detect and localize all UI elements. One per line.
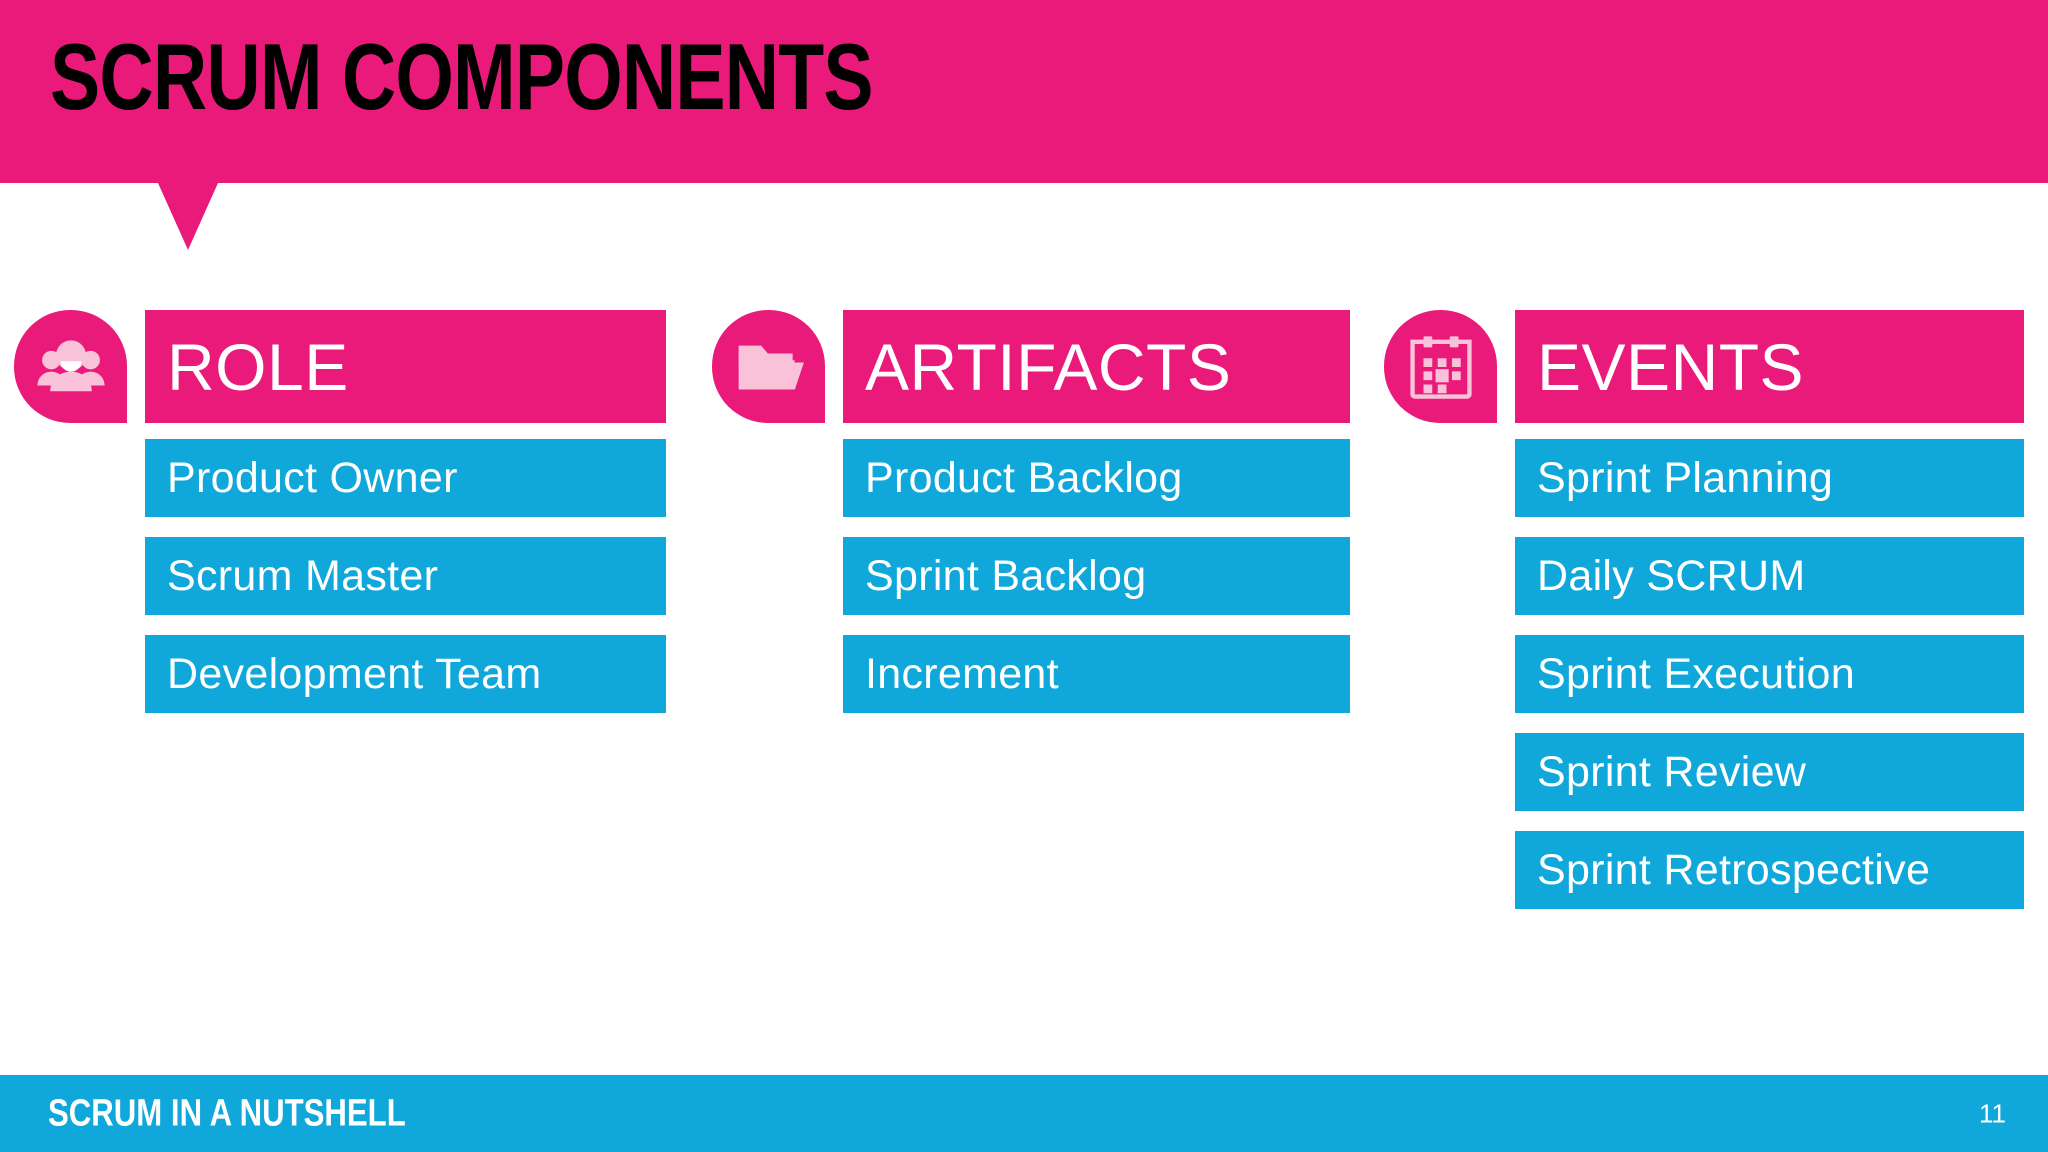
footer-bar: SCRUM IN A NUTSHELL 11 [0,1075,2048,1152]
list-item-label: Increment [865,649,1059,698]
list-item-label: Development Team [167,649,542,698]
column-items-role: Product Owner Scrum Master Development T… [145,439,666,733]
column-heading-bar-events: EVENTS [1515,310,2024,423]
column-heading-label: ROLE [167,329,349,404]
list-item-label: Scrum Master [167,551,439,600]
list-item[interactable]: Product Owner [145,439,666,517]
list-item-label: Sprint Retrospective [1537,845,1931,894]
list-item[interactable]: Increment [843,635,1350,713]
list-item-label: Sprint Planning [1537,453,1834,502]
title-banner: SCRUM COMPONENTS [0,0,2048,183]
list-item-label: Product Owner [167,453,458,502]
list-item-label: Sprint Execution [1537,649,1855,698]
column-heading-label: EVENTS [1537,329,1805,404]
column-heading-bar-role: ROLE [145,310,666,423]
column-heading-label: ARTIFACTS [865,329,1232,404]
column-header-events: EVENTS [1384,310,2024,423]
list-item[interactable]: Sprint Retrospective [1515,831,2024,909]
list-item[interactable]: Development Team [145,635,666,713]
list-item-label: Sprint Backlog [865,551,1147,600]
list-item[interactable]: Sprint Execution [1515,635,2024,713]
list-item[interactable]: Scrum Master [145,537,666,615]
column-heading-bar-artifacts: ARTIFACTS [843,310,1350,423]
page-title: SCRUM COMPONENTS [50,24,874,129]
column-items-artifacts: Product Backlog Sprint Backlog Increment [843,439,1350,733]
list-item-label: Product Backlog [865,453,1183,502]
column-header-artifacts: ARTIFACTS [712,310,1350,423]
list-item[interactable]: Sprint Review [1515,733,2024,811]
list-item-label: Sprint Review [1537,747,1807,796]
speech-bubble-tail [158,183,218,250]
list-item[interactable]: Sprint Backlog [843,537,1350,615]
list-item[interactable]: Product Backlog [843,439,1350,517]
list-item[interactable]: Sprint Planning [1515,439,2024,517]
columns-container: ROLE Product Owner Scrum Master Developm… [0,310,2048,1010]
column-artifacts: ARTIFACTS Product Backlog Sprint Backlog… [712,310,1350,713]
page-number: 11 [1979,1098,2006,1128]
column-header-role: ROLE [14,310,666,423]
column-role: ROLE Product Owner Scrum Master Developm… [14,310,666,713]
list-item[interactable]: Daily SCRUM [1515,537,2024,615]
calendar-icon [1384,310,1497,423]
footer-title: SCRUM IN A NUTSHELL [48,1092,406,1134]
list-item-label: Daily SCRUM [1537,551,1806,600]
open-folder-icon [712,310,825,423]
column-items-events: Sprint Planning Daily SCRUM Sprint Execu… [1515,439,2024,929]
column-events: EVENTS Sprint Planning Daily SCRUM Sprin… [1384,310,2024,909]
people-group-icon [14,310,127,423]
